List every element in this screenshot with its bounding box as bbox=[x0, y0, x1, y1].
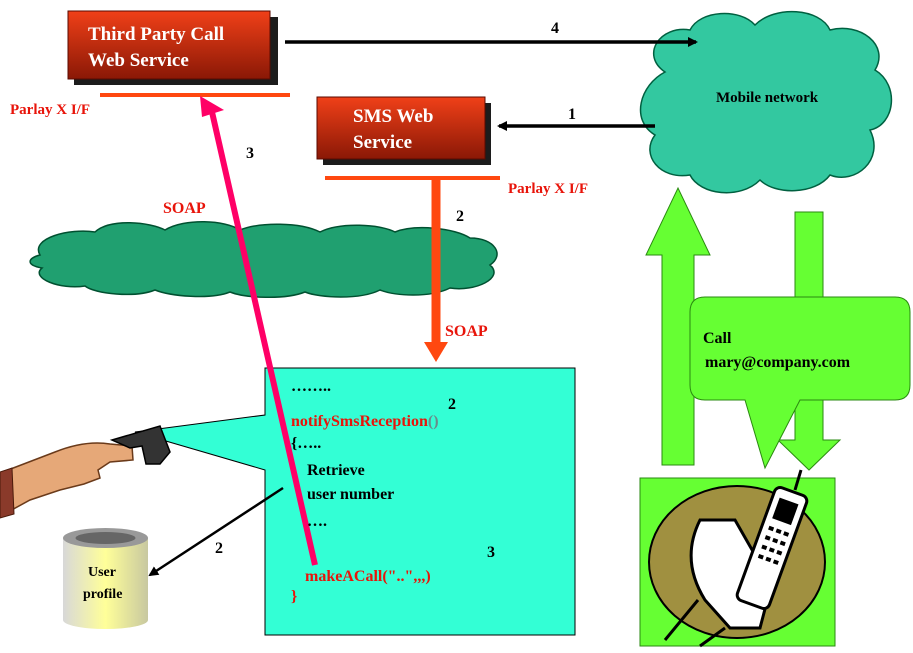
sms-title-1: SMS Web bbox=[353, 106, 434, 127]
mobile-network-label: Mobile network bbox=[716, 90, 819, 106]
code-callout bbox=[134, 367, 576, 636]
sms-box[interactable] bbox=[316, 96, 486, 160]
code-brace-close: } bbox=[291, 588, 298, 605]
third-party-iface-label: Parlay X I/F bbox=[10, 102, 90, 118]
arrow-2-sms-head bbox=[424, 342, 448, 362]
code-make-call: makeACall("..",,,) bbox=[305, 568, 431, 585]
third-party-title-1: Third Party Call bbox=[88, 24, 225, 45]
user-profile-db bbox=[63, 528, 148, 629]
hand-image bbox=[0, 425, 171, 519]
code-notify-parens: () bbox=[427, 413, 439, 430]
arrow-3 bbox=[209, 111, 318, 566]
step-2-sms-label: 2 bbox=[456, 208, 464, 225]
code-dots-mid: …. bbox=[307, 513, 327, 530]
step-4-label: 4 bbox=[551, 20, 559, 37]
phone-image bbox=[639, 469, 836, 648]
db-label-2: profile bbox=[83, 587, 123, 602]
db-label-1: User bbox=[88, 565, 116, 580]
internet-cloud bbox=[29, 221, 498, 299]
code-dots-top: …….. bbox=[291, 378, 331, 395]
code-user-number: user number bbox=[307, 486, 395, 503]
call-bubble bbox=[689, 296, 911, 470]
call-address: mary@company.com bbox=[705, 354, 851, 371]
mobile-network-cloud bbox=[639, 11, 892, 194]
step-1-label: 1 bbox=[568, 106, 576, 123]
soap-mid-label: SOAP bbox=[445, 323, 488, 340]
step-2-db-label: 2 bbox=[215, 540, 223, 557]
third-party-title-2: Web Service bbox=[88, 50, 189, 71]
sms-title-2: Service bbox=[353, 132, 413, 153]
step-2-code-label: 2 bbox=[448, 396, 456, 413]
soap-left-label: SOAP bbox=[163, 200, 206, 217]
arrow-3-head bbox=[200, 96, 224, 117]
code-retrieve: Retrieve bbox=[307, 462, 365, 479]
sms-iface-label: Parlay X I/F bbox=[508, 181, 588, 197]
step-3-code-label: 3 bbox=[487, 544, 495, 561]
code-notify-line: notifySmsReception() bbox=[291, 411, 439, 433]
code-notify-fn: notifySmsReception bbox=[291, 413, 428, 430]
third-party-box[interactable] bbox=[67, 10, 271, 80]
arrow-2-db bbox=[148, 486, 284, 577]
code-brace-open: {….. bbox=[291, 435, 322, 452]
step-3-left-label: 3 bbox=[246, 145, 254, 162]
call-label: Call bbox=[703, 330, 732, 347]
